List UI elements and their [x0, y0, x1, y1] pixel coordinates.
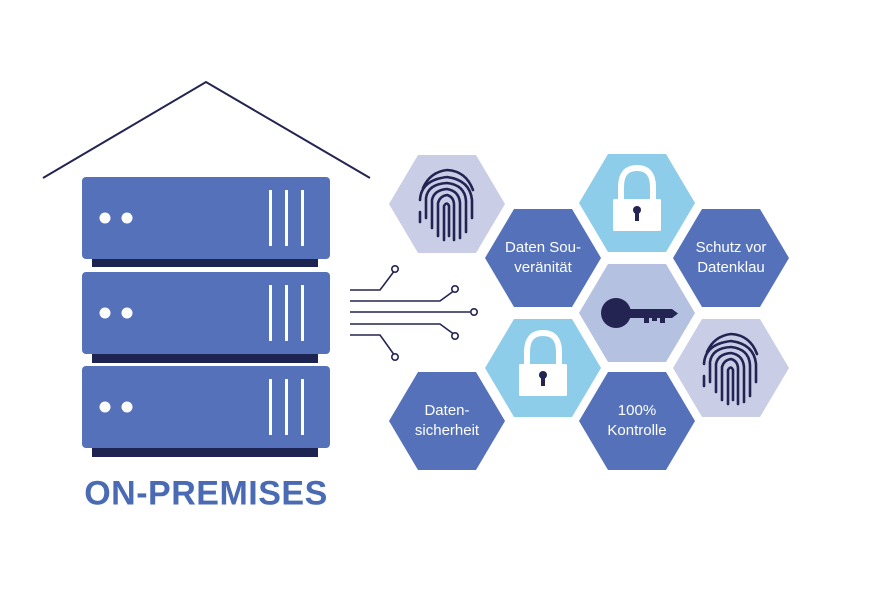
padlock-icon — [613, 164, 661, 231]
server-unit — [82, 366, 330, 457]
padlock-icon — [519, 329, 567, 396]
page-title: ON-PREMISES — [84, 474, 328, 513]
hexagon-daten-souveranitat — [485, 209, 601, 307]
hexagon-datensicherheit — [389, 372, 505, 470]
server-stack — [82, 177, 330, 457]
fingerprint-icon — [702, 332, 759, 406]
fingerprint-icon — [418, 168, 475, 242]
hex-label-datensicherheit: Daten- sicherheit — [414, 402, 480, 439]
hexagon-100-kontrolle — [579, 372, 695, 470]
hex-label-daten-souveranitat: Daten Sou- veränität — [505, 239, 581, 276]
hexagon-schutz-vor-datenklau — [673, 209, 789, 307]
hex-label-100-kontrolle: 100% Kontrolle — [607, 402, 667, 439]
hex-label-schutz-vor-datenklau: Schutz vor Datenklau — [695, 239, 767, 276]
house-roof — [42, 80, 371, 179]
circuit-connector — [350, 264, 478, 361]
server-unit — [82, 177, 330, 267]
key-icon — [601, 298, 678, 328]
server-unit — [82, 272, 330, 363]
